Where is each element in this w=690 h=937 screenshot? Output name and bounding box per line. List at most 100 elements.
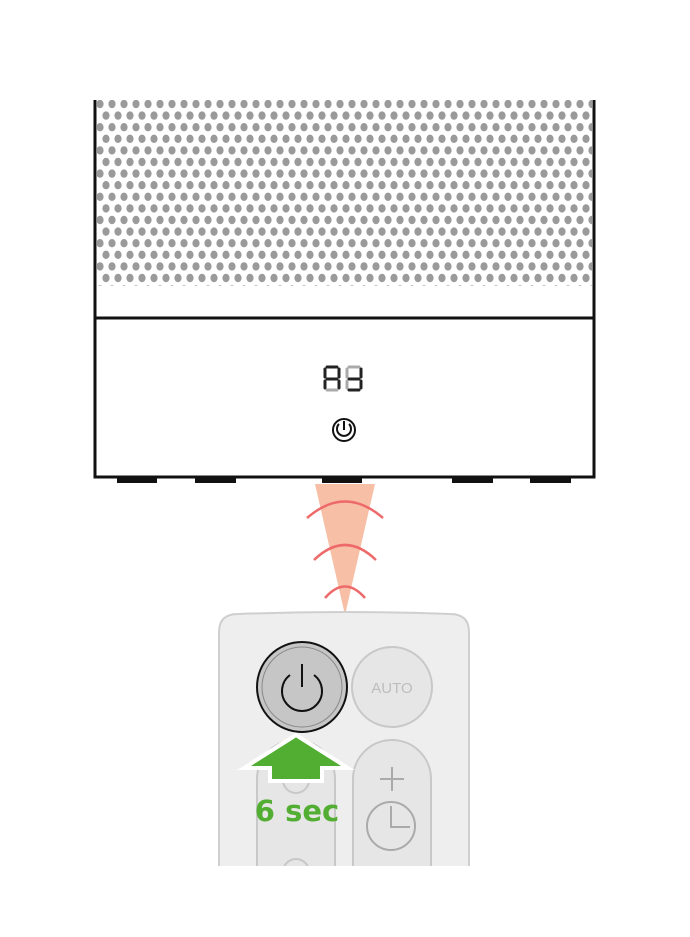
grille-dot [396, 215, 404, 225]
grille-dot [504, 100, 512, 109]
grille-dot [408, 239, 416, 248]
grille-dot [468, 100, 476, 109]
grille-dot [432, 146, 440, 155]
grille-dot [360, 239, 368, 248]
auto-button[interactable]: AUTO [351, 646, 433, 728]
grille-dot [312, 215, 320, 225]
grille-dot [210, 204, 218, 213]
grille-dot [438, 157, 446, 167]
timer-pill-button[interactable] [352, 739, 432, 920]
grille-dot [408, 192, 416, 201]
grille-dot [546, 273, 554, 283]
grille-dot [486, 250, 494, 259]
grille-dot [372, 169, 380, 178]
grille-dot [590, 285, 592, 286]
grille-dot [546, 111, 554, 120]
grille-dot [174, 273, 182, 283]
grille-dot [186, 227, 194, 236]
grille-dot [324, 169, 332, 178]
grille-dot [474, 134, 482, 143]
grille-dot [330, 111, 338, 120]
grille-dot [426, 204, 434, 213]
grille-dot [486, 204, 494, 213]
grille-dot [492, 239, 500, 248]
grille-dot [192, 192, 200, 201]
grille-dot [402, 181, 410, 190]
remote-power-button[interactable] [256, 641, 348, 733]
grille-dot [186, 111, 194, 120]
grille-dot [258, 227, 266, 236]
grille-dot [312, 100, 320, 109]
grille-dot [540, 146, 548, 155]
grille-dot [330, 273, 338, 283]
grille-dot [294, 157, 302, 167]
grille-dot [350, 285, 354, 286]
grille-dot [230, 285, 234, 286]
grille-dot [102, 181, 110, 190]
grille-dot [228, 192, 236, 201]
grille-dot [354, 181, 362, 190]
grille-dot [192, 146, 200, 155]
grille-dot [366, 111, 374, 120]
grille-dot [240, 262, 248, 271]
grille-dot [414, 250, 422, 259]
grille-dot [174, 227, 182, 236]
grille-dot [354, 204, 362, 213]
grille-dot [552, 239, 560, 248]
grille-dot [246, 227, 254, 236]
grille-dot [98, 285, 102, 286]
grille-dot [582, 204, 590, 213]
grille-dot [168, 169, 176, 178]
grille-dot [366, 250, 374, 259]
grille-dot [498, 181, 506, 190]
grille-dot [97, 169, 104, 178]
grille-dot [246, 157, 254, 167]
grille-dot [222, 134, 230, 143]
grille-dot [474, 250, 482, 259]
grille-dot [264, 123, 272, 132]
grille-dot [97, 123, 104, 132]
grille-dot [408, 262, 416, 271]
grille-dot [150, 204, 158, 213]
grille-dot [546, 134, 554, 143]
grille-dot [314, 285, 318, 286]
grille-dot [156, 146, 164, 155]
grille-dot [558, 181, 566, 190]
grille-dot [282, 134, 290, 143]
grille-dot [312, 192, 320, 201]
grille-dot [402, 157, 410, 167]
grille-dot [518, 285, 522, 286]
grille-dot [180, 100, 188, 109]
grille-dot [120, 192, 128, 201]
grille-dot [426, 227, 434, 236]
grille-dot [186, 250, 194, 259]
grille-dot [570, 204, 578, 213]
grille-dot [402, 134, 410, 143]
grille-dot [504, 262, 512, 271]
grille-dot [438, 111, 446, 120]
grille-dot [204, 123, 212, 132]
grille-dot [174, 181, 182, 190]
plus-icon [380, 767, 404, 791]
device-power-icon[interactable] [332, 418, 356, 442]
grille-dot [402, 204, 410, 213]
grille-dot [192, 215, 200, 225]
grille-dot [354, 250, 362, 259]
grille-dot [414, 134, 422, 143]
grille-dot [246, 273, 254, 283]
grille-dot [420, 262, 428, 271]
grille-dot [144, 123, 152, 132]
grille-dot [552, 192, 560, 201]
grille-dot [414, 111, 422, 120]
grille-dot [132, 262, 140, 271]
grille-dot [162, 273, 170, 283]
grille-dot [450, 273, 458, 283]
grille-dot [578, 285, 582, 286]
grille-dot [146, 285, 150, 286]
grille-dot [294, 181, 302, 190]
grille-dot [444, 146, 452, 155]
grille-dot [498, 250, 506, 259]
grille-dot [120, 146, 128, 155]
grille-dot [288, 146, 296, 155]
grille-dot [222, 227, 230, 236]
